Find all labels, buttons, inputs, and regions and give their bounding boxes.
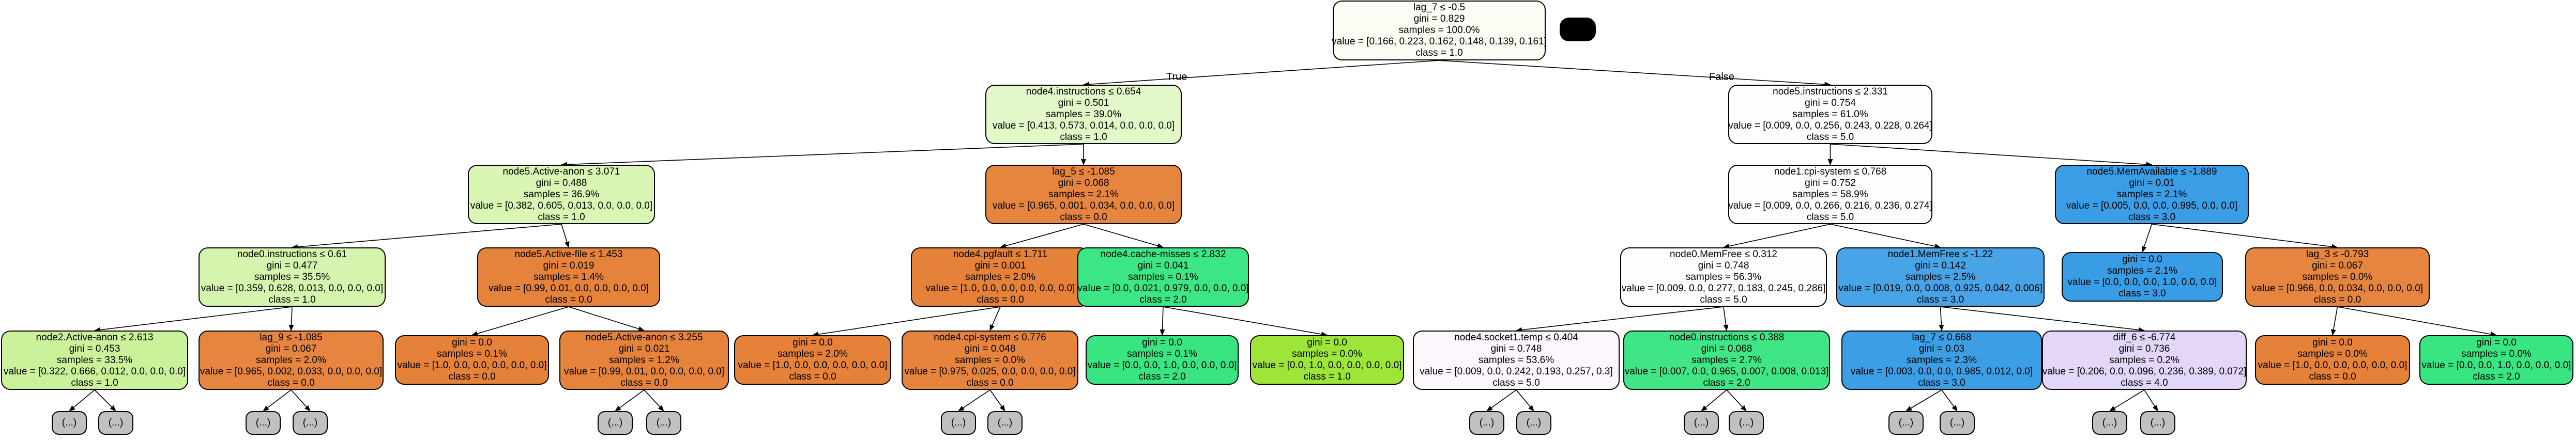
tree-edge bbox=[958, 389, 990, 412]
tree-edge bbox=[2337, 306, 2497, 337]
tree-edge bbox=[1160, 306, 1165, 336]
tree-edge bbox=[1163, 306, 1328, 337]
tree-edge bbox=[561, 144, 1084, 167]
tree-edge bbox=[1939, 306, 1944, 331]
truncated-subtree-stub: (...) bbox=[1888, 411, 1924, 435]
tree-edge bbox=[812, 306, 1001, 337]
tree-edge bbox=[1830, 144, 2153, 167]
tree-edge bbox=[1906, 389, 1942, 412]
truncated-subtree-stub: (...) bbox=[1684, 411, 1719, 435]
truncated-subtree-stub: (...) bbox=[1516, 411, 1551, 435]
tree-edge bbox=[1083, 224, 1164, 248]
truncated-subtree-stub: (...) bbox=[2140, 411, 2175, 435]
truncated-subtree-stub: (...) bbox=[598, 411, 633, 435]
truncated-subtree-stub: (...) bbox=[987, 411, 1023, 435]
tree-edge bbox=[1940, 306, 2145, 333]
truncated-subtree-stub: (...) bbox=[941, 411, 976, 435]
truncated-subtree-stub: (...) bbox=[2092, 411, 2127, 435]
tree-edge bbox=[471, 306, 569, 336]
tree-edge bbox=[644, 389, 664, 412]
tree-edge bbox=[2141, 224, 2153, 253]
true-edge-label: True bbox=[1166, 71, 1187, 83]
truncated-subtree-stub: (...) bbox=[98, 411, 133, 435]
truncated-subtree-stub: (...) bbox=[293, 411, 328, 435]
tree-edge bbox=[292, 224, 562, 250]
tree-edge bbox=[989, 306, 1001, 331]
tree-edge bbox=[1439, 60, 1831, 87]
tree-edge bbox=[1830, 224, 1941, 249]
tree-edge bbox=[1516, 389, 1534, 412]
tree-edge bbox=[1083, 60, 1440, 87]
truncated-subtree-stub: (...) bbox=[1729, 411, 1764, 435]
truncated-subtree-stub: (...) bbox=[1469, 411, 1504, 435]
truncated-subtree-stub: (...) bbox=[52, 411, 87, 435]
tree-edge bbox=[288, 306, 294, 331]
tree-edge bbox=[2144, 389, 2158, 412]
tree-edge bbox=[69, 389, 95, 412]
tree-edge bbox=[263, 389, 292, 412]
tree-edge bbox=[568, 306, 645, 332]
tree-edge bbox=[1486, 389, 1517, 412]
truncated-subtree-stub: (...) bbox=[1940, 411, 1975, 435]
tree-edge bbox=[94, 389, 116, 412]
truncated-subtree-stub: (...) bbox=[246, 411, 281, 435]
tree-edge bbox=[561, 224, 570, 248]
tree-edge bbox=[1726, 389, 1747, 412]
redaction-box bbox=[1560, 18, 1596, 41]
tree-edge bbox=[94, 306, 293, 333]
tree-edge bbox=[1000, 224, 1084, 248]
tree-edge bbox=[2109, 389, 2145, 412]
tree-edge bbox=[2330, 306, 2338, 336]
tree-edge bbox=[1723, 306, 1729, 331]
tree-edge bbox=[1723, 224, 1831, 249]
tree-edge bbox=[989, 389, 1005, 412]
tree-edge bbox=[1516, 306, 1724, 333]
tree-edge bbox=[615, 389, 645, 412]
tree-edge bbox=[291, 389, 311, 412]
tree-edge bbox=[2152, 224, 2338, 249]
tree-edge bbox=[1701, 389, 1727, 412]
false-edge-label: False bbox=[1709, 71, 1734, 83]
truncated-subtree-stub: (...) bbox=[646, 411, 681, 435]
tree-edge bbox=[1941, 389, 1958, 412]
